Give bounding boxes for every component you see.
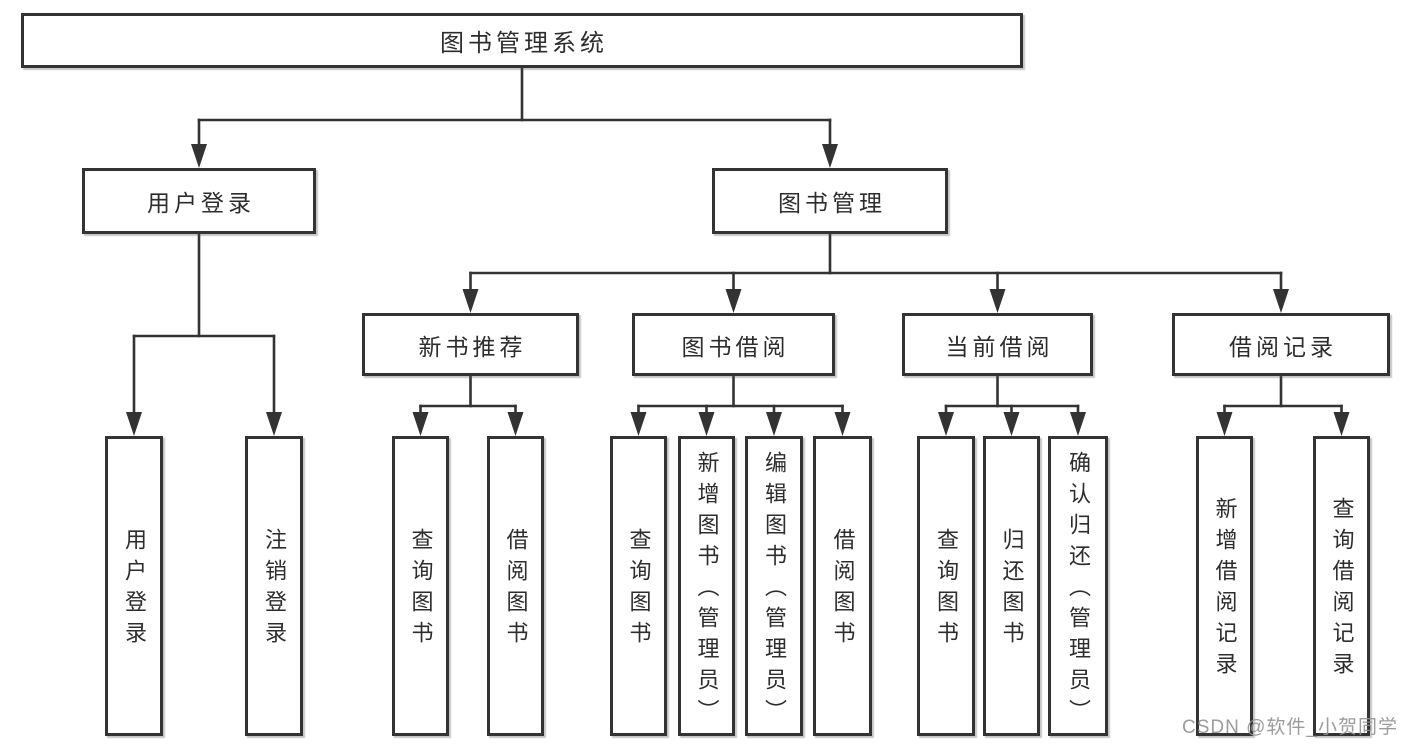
node-label: 用户登录: [147, 190, 255, 216]
node-label: 确认归还（管理员）: [1066, 450, 1091, 730]
node-label: 注销登录: [262, 528, 287, 652]
connector-arrowhead: [1003, 412, 1020, 436]
node-book-borrow: 图书借阅: [632, 313, 835, 376]
connector-arrowhead: [698, 412, 715, 436]
node-leaf-logout: 注销登录: [245, 436, 303, 736]
node-label: 编辑图书（管理员）: [762, 450, 787, 730]
node-leaf-borrow-book-1: 借阅图书: [487, 436, 544, 736]
node-borrow-record: 借阅记录: [1172, 313, 1390, 376]
node-leaf-query-book-2: 查询图书: [610, 436, 667, 736]
node-label: 图书管理: [778, 190, 886, 216]
node-leaf-return-book: 归还图书: [983, 436, 1040, 736]
connector-arrowhead: [834, 412, 851, 436]
connector-arrowhead: [266, 412, 282, 436]
node-label: 新书推荐: [418, 333, 527, 360]
node-leaf-user-login: 用户登录: [105, 436, 163, 736]
connector-arrowhead: [1333, 412, 1350, 436]
node-leaf-query-book-3: 查询图书: [917, 436, 975, 736]
connector-arrowhead: [1273, 289, 1289, 313]
connector-arrowhead: [822, 144, 838, 168]
node-label: 查询图书: [934, 528, 959, 652]
connector-arrowhead: [1216, 412, 1233, 436]
node-label: 用户登录: [122, 528, 147, 652]
connector-arrowhead: [630, 412, 647, 436]
connector-arrowhead: [1070, 412, 1086, 436]
connector-arrowhead: [938, 412, 954, 436]
node-current-borrow: 当前借阅: [902, 313, 1093, 376]
node-user-login: 用户登录: [82, 168, 316, 234]
node-label: 借阅图书: [503, 528, 529, 652]
watermark: CSDN @软件_小贺同学: [1182, 717, 1398, 738]
connector-arrowhead: [766, 412, 782, 436]
node-leaf-edit-book: 编辑图书（管理员）: [745, 436, 803, 736]
connector-arrowhead: [191, 144, 207, 168]
node-leaf-query-borrow-record: 查询借阅记录: [1313, 436, 1370, 736]
node-label: 查询图书: [408, 528, 434, 652]
connector-arrowhead: [725, 289, 742, 313]
node-leaf-confirm-return: 确认归还（管理员）: [1048, 436, 1108, 736]
node-label: 借阅图书: [830, 528, 856, 652]
connector-arrowhead: [462, 289, 479, 313]
node-label: 图书借阅: [681, 333, 790, 360]
node-leaf-borrow-book-2: 借阅图书: [813, 436, 872, 736]
connector-arrowhead: [989, 289, 1006, 313]
node-label: 归还图书: [999, 528, 1025, 652]
node-label: 图书管理系统: [440, 30, 608, 57]
node-leaf-add-book: 新增图书（管理员）: [678, 436, 735, 736]
node-leaf-query-book-1: 查询图书: [392, 436, 449, 736]
node-leaf-add-borrow-record: 新增借阅记录: [1196, 436, 1253, 736]
node-label: 新增图书（管理员）: [694, 450, 720, 730]
connector-arrowhead: [412, 412, 429, 436]
node-label: 当前借阅: [945, 333, 1054, 360]
node-label: 新增借阅记录: [1212, 497, 1238, 683]
node-new-book-recommend: 新书推荐: [362, 313, 579, 376]
node-label: 查询图书: [626, 528, 652, 652]
node-label: 查询借阅记录: [1329, 497, 1355, 683]
connector-arrowhead: [507, 412, 524, 436]
node-label: 借阅记录: [1229, 333, 1337, 360]
node-book-mgmt: 图书管理: [712, 168, 948, 234]
node-root: 图书管理系统: [21, 13, 1023, 68]
connector-arrowhead: [126, 412, 142, 436]
